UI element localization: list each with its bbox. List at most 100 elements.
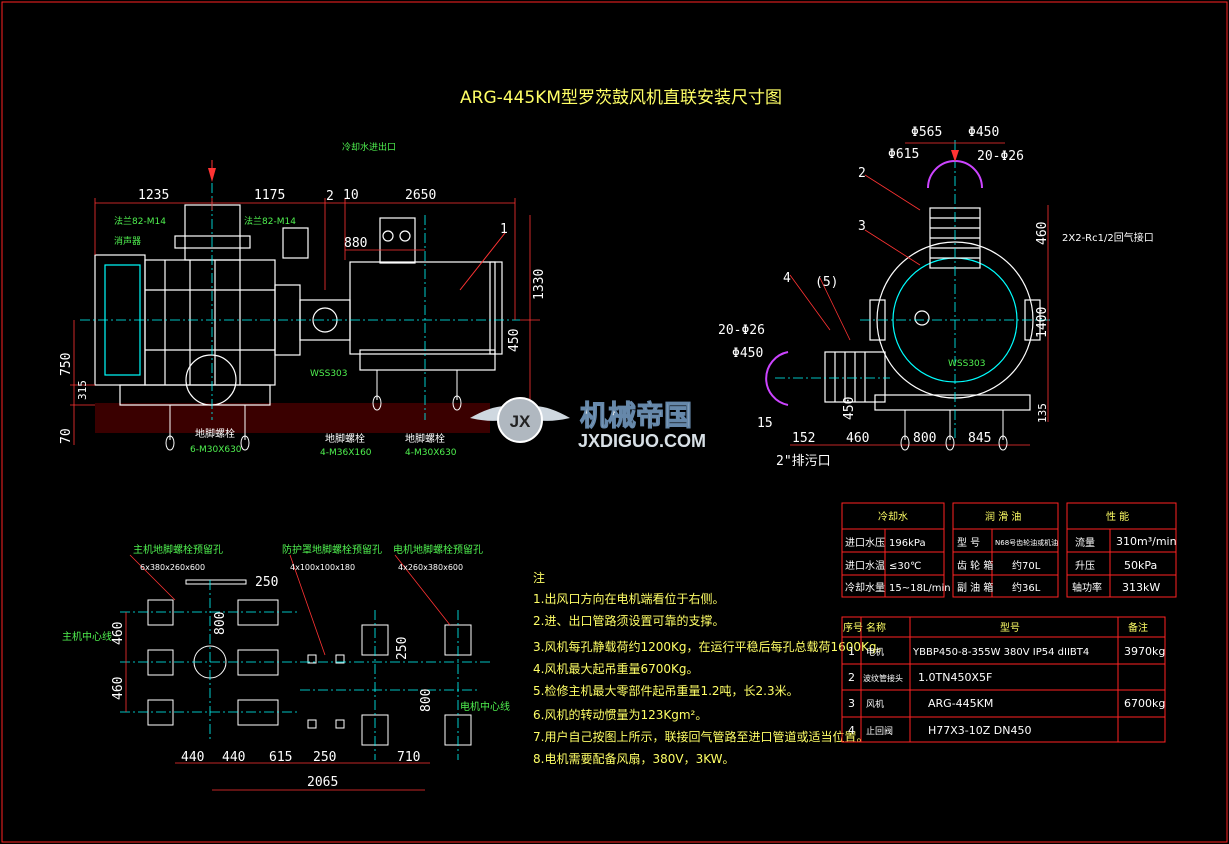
cooling-table: 冷却水 进口水压 196kPa 进口水温 ≤30℃ 冷却水量 15~18L/mi… (841, 502, 951, 598)
anchor-spec-1: 6-M30X630 (190, 445, 242, 455)
side-callout-2: 2 (858, 166, 866, 181)
gear-icon (497, 397, 543, 443)
lube-r3-k: 副 油 箱 (957, 581, 993, 594)
parts-table: 序号 名称 型号 备注 1 电机 YBBP450-8-355W 380V IP5… (841, 616, 1166, 743)
cooling-r3-v: 15~18L/min (889, 583, 951, 594)
note-2: 2.进、出口管路须设置可靠的支撑。 (533, 613, 724, 628)
dim-1235: 1235 (138, 188, 169, 203)
dim-10: 10 (343, 188, 359, 203)
parts-r2-no: 2 (848, 671, 855, 684)
anchor-bolts-front (165, 370, 462, 451)
side-view: Φ565 Φ450 Φ615 20-Φ26 460 1400 135 20-Φ2… (718, 125, 1154, 469)
label-return-gas: 2X2-Rc1/2回气接口 (1062, 231, 1154, 244)
lube-r1-v: N68号齿轮油或机油 (995, 538, 1058, 547)
dim-phi450-side: Φ450 (732, 346, 763, 361)
dim-460-horiz: 460 (846, 431, 869, 446)
side-callout-3: 3 (858, 219, 866, 234)
dim-1400: 1400 (1035, 307, 1050, 338)
outlet-flange-side (765, 351, 789, 406)
parts-r3-model: ARG-445KM (928, 697, 993, 710)
perf-r3-k: 轴功率 (1072, 581, 1102, 594)
watermark-brand: 机械帝国 (580, 399, 692, 432)
anchor-bolts-side (900, 410, 1008, 451)
anchor-spec-2: 4-M36X160 (320, 448, 372, 458)
side-body (824, 207, 1041, 411)
callout-1: 1 (500, 222, 508, 237)
front-dimension-lines (70, 198, 540, 445)
ground-hatching (95, 403, 490, 433)
performance-header: 性 能 (1106, 510, 1129, 523)
label-motor-centerline: 电机中心线 (460, 700, 510, 713)
plan-dim-710: 710 (397, 750, 420, 765)
plan-dim-250-top: 250 (255, 575, 278, 590)
cooling-r1-k: 进口水压 (845, 537, 885, 549)
label-motor-holes: 电机地脚螺栓预留孔 (393, 543, 483, 556)
perf-r3-v: 313kW (1122, 581, 1160, 594)
inlet-arrow (208, 168, 216, 182)
cooling-r2-k: 进口水温 (845, 560, 885, 572)
cooling-r2-v: ≤30℃ (889, 561, 921, 572)
parts-r4-name: 止回阀 (866, 725, 893, 737)
dim-1175: 1175 (254, 188, 285, 203)
plan-dim-800-motor: 800 (419, 689, 434, 712)
label-cooling-water: 冷却水进出口 (342, 141, 396, 153)
anchor-label-3: 地脚螺栓 (405, 432, 445, 445)
drawing-title: ARG-445KM型罗茨鼓风机直联安装尺寸图 (460, 88, 782, 108)
parts-col-model: 型号 (1000, 621, 1020, 634)
side-dimension-lines (789, 142, 1049, 446)
parts-r3-name: 风机 (866, 698, 884, 710)
dim-152: 152 (792, 431, 815, 446)
hole-size-guard: 4x100x100x180 (290, 563, 355, 572)
dim-phi565: Φ565 (911, 125, 942, 140)
lube-r1-k: 型 号 (957, 536, 980, 549)
plan-view: 主机地脚螺栓预留孔 防护罩地脚螺栓预留孔 电机地脚螺栓预留孔 主机中心线 电机中… (62, 543, 510, 791)
parts-col-name: 名称 (866, 621, 886, 634)
cooling-r1-v: 196kPa (889, 538, 926, 549)
parts-r1-note: 3970kg (1124, 645, 1165, 658)
label-drain: 2"排污口 (776, 454, 831, 469)
lube-r2-k: 齿 轮 箱 (957, 559, 993, 572)
parts-r4-model: H77X3-10Z DN450 (928, 724, 1032, 737)
dim-70: 70 (59, 428, 74, 444)
parts-col-note: 备注 (1128, 621, 1148, 634)
side-centerlines (775, 140, 1050, 440)
anchor-label-2: 地脚螺栓 (325, 432, 365, 445)
lube-r3-v: 约36L (1012, 581, 1041, 594)
label-flange-right: 法兰82-M14 (244, 215, 296, 227)
label-wss303-side: WSS303 (948, 359, 986, 369)
parts-r3-note: 6700kg (1124, 697, 1165, 710)
plan-dim-460-a: 460 (111, 622, 126, 645)
plan-dim-440-a: 440 (181, 750, 204, 765)
dim-450-side: 450 (842, 397, 857, 420)
plan-dimension-lines (125, 554, 451, 791)
front-view: 1235 1175 10 2650 880 1330 450 750 315 7… (59, 141, 547, 458)
parts-r2-model: 1.0TN450X5F (918, 671, 992, 684)
dim-315: 315 (76, 380, 89, 400)
notes-block: 注 1.出风口方向在电机端看位于右侧。 2.进、出口管路须设置可靠的支撑。 3.… (533, 570, 889, 766)
parts-r3-no: 3 (848, 697, 855, 710)
cooling-header: 冷却水 (878, 510, 908, 523)
parts-r2-name: 波纹管接头 (863, 673, 903, 683)
plan-holes (147, 579, 472, 746)
dim-2650: 2650 (405, 188, 436, 203)
dim-15: 15 (757, 416, 773, 431)
blower-body (94, 204, 503, 406)
anchor-label-1: 地脚螺栓 (195, 427, 235, 440)
dim-800: 800 (913, 431, 936, 446)
label-guard-holes: 防护罩地脚螺栓预留孔 (282, 543, 382, 556)
dim-460-vert: 460 (1035, 222, 1050, 245)
note-3: 3.风机每孔静载荷约1200Kg，在运行平稳后每孔总载荷1600Kg。 (533, 639, 889, 654)
watermark-url: JXDIGUO.COM (578, 431, 706, 451)
label-silencer: 消声器 (114, 235, 141, 247)
label-wss303: WSS303 (310, 369, 348, 379)
watermark-mark: JX (510, 412, 531, 431)
dim-450: 450 (507, 329, 522, 352)
note-1: 1.出风口方向在电机端看位于右侧。 (533, 591, 724, 606)
label-main-centerline: 主机中心线 (62, 630, 112, 643)
perf-r2-v: 50kPa (1124, 559, 1157, 572)
side-inlet-arrow (951, 150, 959, 162)
dim-phi615: Φ615 (888, 147, 919, 162)
plan-dim-615: 615 (269, 750, 292, 765)
note-4: 4.风机最大起吊重量6700Kg。 (533, 662, 698, 676)
